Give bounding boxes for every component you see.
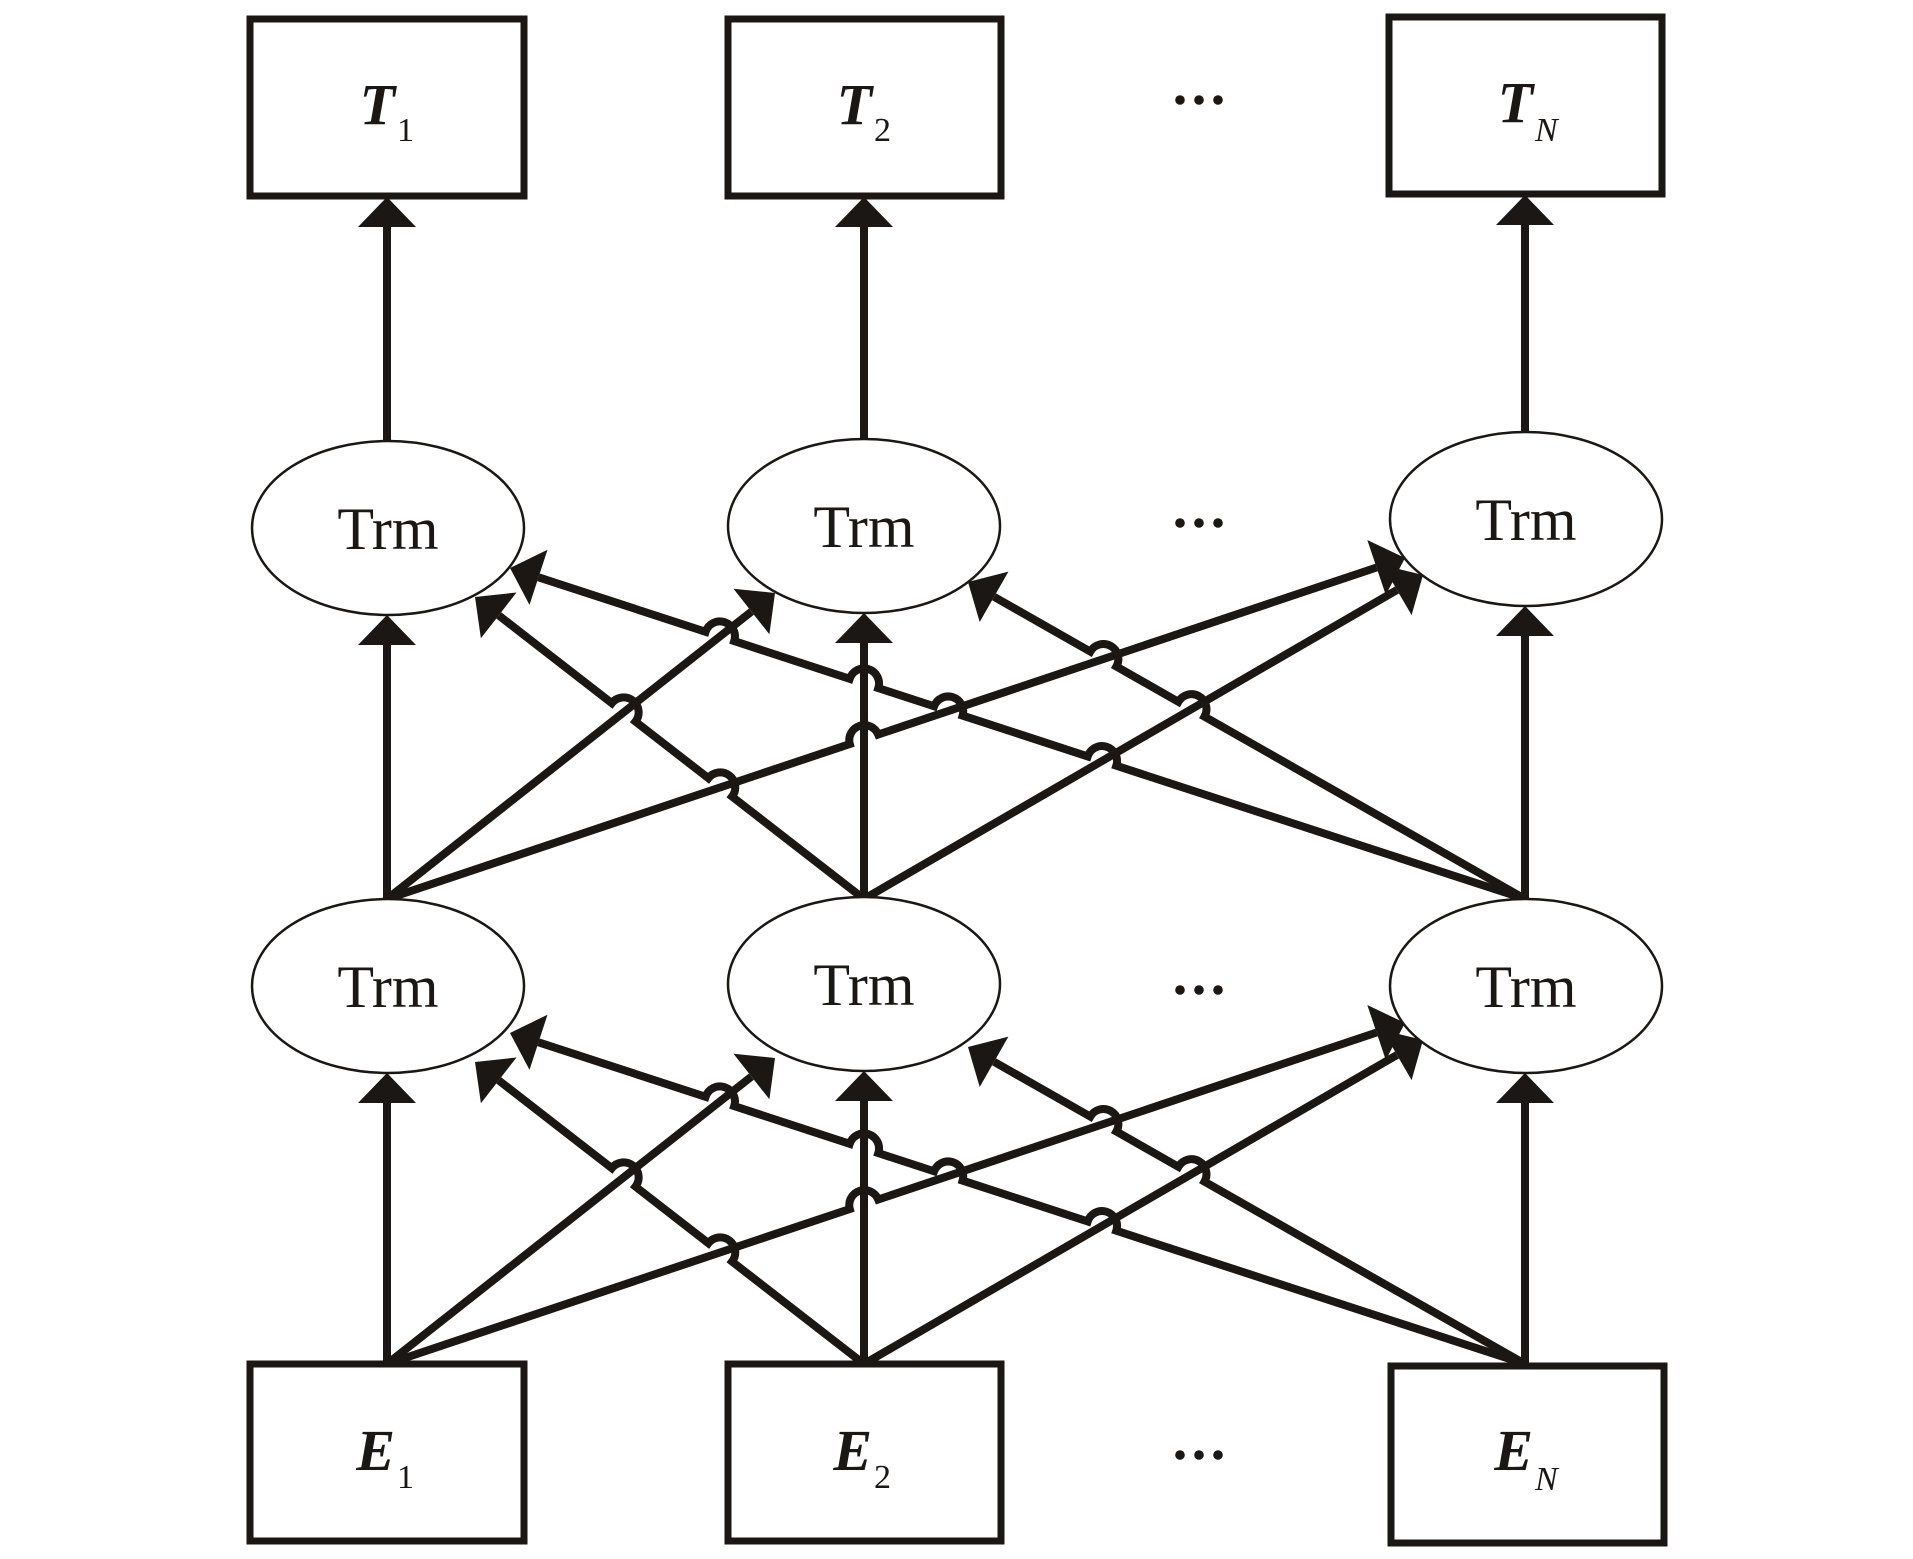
arrowhead-icon: [835, 1071, 893, 1101]
ellipsis-dot: [1175, 1450, 1185, 1460]
arrowhead-icon: [358, 615, 416, 645]
ellipsis-dot: [1213, 1450, 1223, 1460]
ellipsis-dot: [1213, 518, 1223, 528]
input-box-e2: [724, 1360, 1005, 1545]
input-symbol: E: [832, 1418, 872, 1483]
output-box-tn: [1385, 13, 1666, 198]
arrowhead-icon: [733, 588, 775, 635]
upper-cross-arrow: [496, 612, 867, 903]
lower-layer-ellipsis: [1175, 985, 1223, 995]
upper-trm-2: Trm: [726, 437, 1002, 615]
arrowhead-icon: [358, 197, 416, 227]
input-embedding-en: E N: [1387, 1362, 1668, 1547]
lower-cross-arrow: [861, 1051, 1400, 1368]
lower-cross-arrow: [496, 1077, 867, 1368]
output-symbol: T: [837, 72, 875, 137]
ellipsis-dot: [1194, 95, 1204, 105]
arrowhead-icon: [475, 592, 517, 639]
lower-trm-1: Trm: [250, 897, 526, 1075]
upper-trm-n: Trm: [1388, 430, 1664, 608]
arrowhead-icon: [835, 197, 893, 227]
arrowhead-icon: [835, 613, 893, 643]
input-row-ellipsis: [1175, 1450, 1223, 1460]
trm-label: Trm: [813, 494, 914, 560]
trm-node: [250, 897, 526, 1075]
input-box-e1: [246, 1360, 528, 1545]
trm-node: [726, 437, 1002, 615]
lower-trm-n: Trm: [1388, 897, 1664, 1075]
trm-label: Trm: [813, 952, 914, 1018]
upper-cross-arrow: [384, 608, 754, 903]
ellipsis-dot: [1213, 95, 1223, 105]
trm-node: [1388, 430, 1664, 608]
lower-trm-2: Trm: [726, 895, 1002, 1073]
arrowhead-icon: [1496, 606, 1554, 636]
upper-trm-1: Trm: [250, 439, 526, 617]
output-box-t1: [246, 15, 528, 200]
output-row-ellipsis: [1175, 95, 1223, 105]
ellipsis-dot: [1175, 518, 1185, 528]
arrowhead-icon: [1496, 195, 1554, 225]
output-token-tn: T N: [1385, 13, 1666, 198]
arrowhead-icon: [510, 1014, 548, 1070]
output-subscript: 1: [397, 112, 414, 149]
ellipsis-dot: [1175, 95, 1185, 105]
arrowhead-icon: [968, 571, 1009, 622]
output-token-t1: T 1: [246, 15, 528, 200]
input-embedding-e1: E 1: [246, 1360, 528, 1545]
ellipsis-dot: [1194, 1450, 1204, 1460]
arrowhead-icon: [1496, 1073, 1554, 1103]
upper-cross-arrow: [385, 563, 1378, 903]
input-box-en: [1387, 1362, 1668, 1547]
trm-label: Trm: [337, 954, 438, 1020]
input-subscript: N: [1534, 1461, 1560, 1498]
lower-cross-arrow: [385, 1028, 1378, 1368]
upper-layer-ellipsis: [1175, 518, 1223, 528]
output-subscript: N: [1534, 112, 1560, 149]
arrowhead-icon: [1382, 565, 1423, 616]
output-symbol: T: [360, 72, 398, 137]
upper-cross-arrow: [992, 593, 1527, 903]
ellipsis-group: [1175, 95, 1223, 1460]
input-symbol: E: [1493, 1418, 1533, 1483]
arrowhead-icon: [1382, 1030, 1423, 1081]
trm-node: [250, 439, 526, 617]
arrowhead-icon: [358, 1073, 416, 1103]
lower-cross-arrow: [384, 1073, 754, 1368]
upper-cross-arrow: [537, 573, 1527, 903]
output-subscript: 2: [874, 112, 891, 149]
lower-cross-arrow: [992, 1058, 1527, 1368]
trm-label: Trm: [337, 496, 438, 562]
trm-label: Trm: [1475, 954, 1576, 1020]
output-box-t2: [724, 15, 1005, 200]
trm-label: Trm: [1475, 487, 1576, 553]
input-embedding-e2: E 2: [724, 1360, 1005, 1545]
output-token-t2: T 2: [724, 15, 1005, 200]
arrowhead-icon: [475, 1057, 517, 1104]
input-subscript: 2: [874, 1459, 891, 1496]
lower-cross-arrow: [537, 1038, 1527, 1368]
edges-group: [358, 195, 1554, 1368]
arrowhead-icon: [733, 1053, 775, 1100]
ellipsis-dot: [1175, 985, 1185, 995]
output-symbol: T: [1498, 70, 1536, 135]
ellipsis-dot: [1194, 985, 1204, 995]
ellipsis-dot: [1194, 518, 1204, 528]
upper-cross-arrow: [861, 586, 1400, 903]
arrowhead-icon: [968, 1036, 1009, 1087]
ellipsis-dot: [1213, 985, 1223, 995]
trm-node: [726, 895, 1002, 1073]
arrowhead-icon: [510, 549, 548, 605]
trm-node: [1388, 897, 1664, 1075]
input-subscript: 1: [397, 1459, 414, 1496]
input-symbol: E: [355, 1418, 395, 1483]
